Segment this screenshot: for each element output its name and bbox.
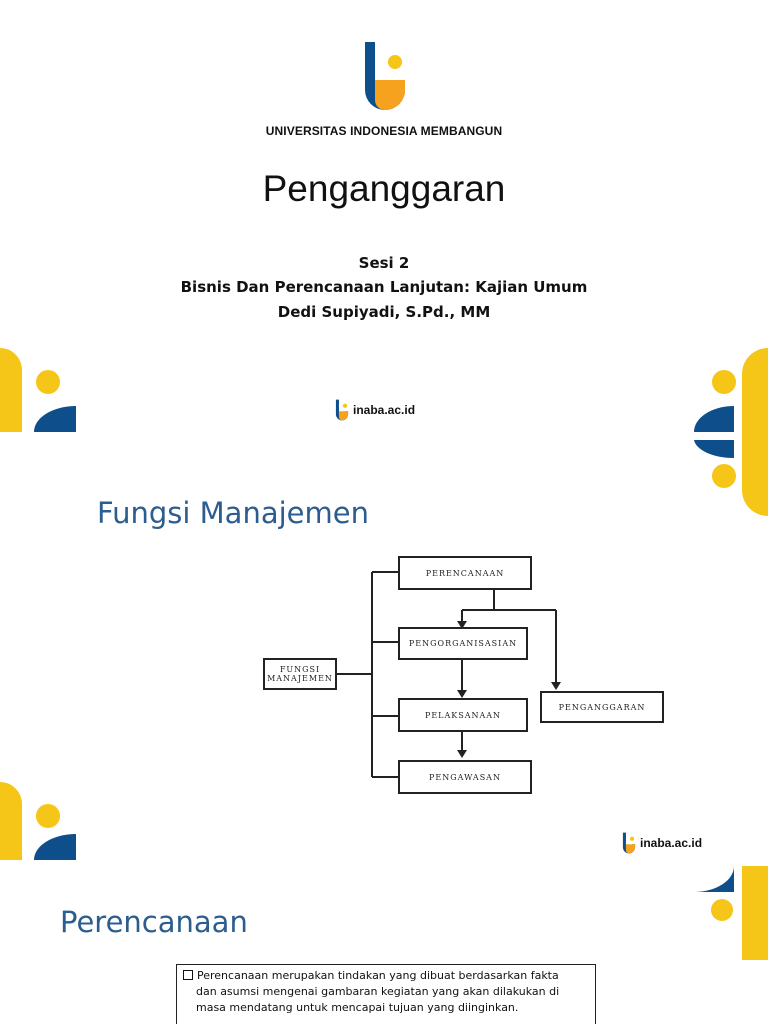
inaba-logo-icon [365, 42, 405, 111]
diagram-box-pengorganisasian: PENGORGANISASIAN [398, 627, 528, 660]
definition-box: Perencanaan merupakan tindakan yang dibu… [176, 964, 596, 1024]
diagram-box-fungsi-manajemen: FUNGSI MANAJEMEN [263, 658, 337, 690]
left-bottom-decoration-icon [0, 782, 76, 860]
session-subtitle: Bisnis Dan Perencanaan Lanjutan: Kajian … [180, 278, 588, 296]
slide-heading: Perencanaan [60, 905, 248, 939]
session-label: Sesi 2 [358, 254, 410, 272]
diagram-connectors [336, 571, 561, 778]
bullet-line-1: Perencanaan merupakan tindakan yang dibu… [183, 968, 589, 984]
presenter-name: Dedi Supiyadi, S.Pd., MM [277, 303, 491, 321]
website-label: inaba.ac.id [640, 836, 703, 850]
bullet-line-3: masa mendatang untuk mencapai tujuan yan… [196, 1001, 519, 1014]
bullet-line-2: dan asumsi mengenai gambaran kegiatan ya… [196, 985, 560, 998]
diagram-box-pengawasan: PENGAWASAN [398, 760, 532, 794]
slide-title: UNIVERSITAS INDONESIA MEMBANGUN Pengangg… [0, 0, 768, 440]
slide-perencanaan: Perencanaan Perencanaan merupakan tindak… [0, 860, 768, 1024]
website-label: inaba.ac.id [353, 403, 416, 417]
checkbox-bullet-icon [183, 970, 193, 980]
slide-heading: Fungsi Manajemen [97, 496, 369, 530]
diagram-box-perencanaan: PERENCANAAN [398, 556, 532, 590]
small-logo-icon [622, 832, 636, 854]
right-decoration-icon [694, 348, 768, 440]
left-decoration-icon [0, 348, 76, 432]
diagram-box-pelaksanaan: PELAKSANAAN [398, 698, 528, 732]
small-logo-icon [335, 399, 349, 421]
presentation-title: Penganggaran [262, 168, 506, 209]
right-decoration-icon [694, 866, 768, 960]
diagram-box-penganggaran: PENGANGGARAN [540, 691, 664, 723]
right-top-decoration-icon [694, 440, 768, 516]
slide-fungsi-manajemen: Fungsi Manajemen [0, 440, 768, 860]
university-name: UNIVERSITAS INDONESIA MEMBANGUN [265, 124, 503, 138]
